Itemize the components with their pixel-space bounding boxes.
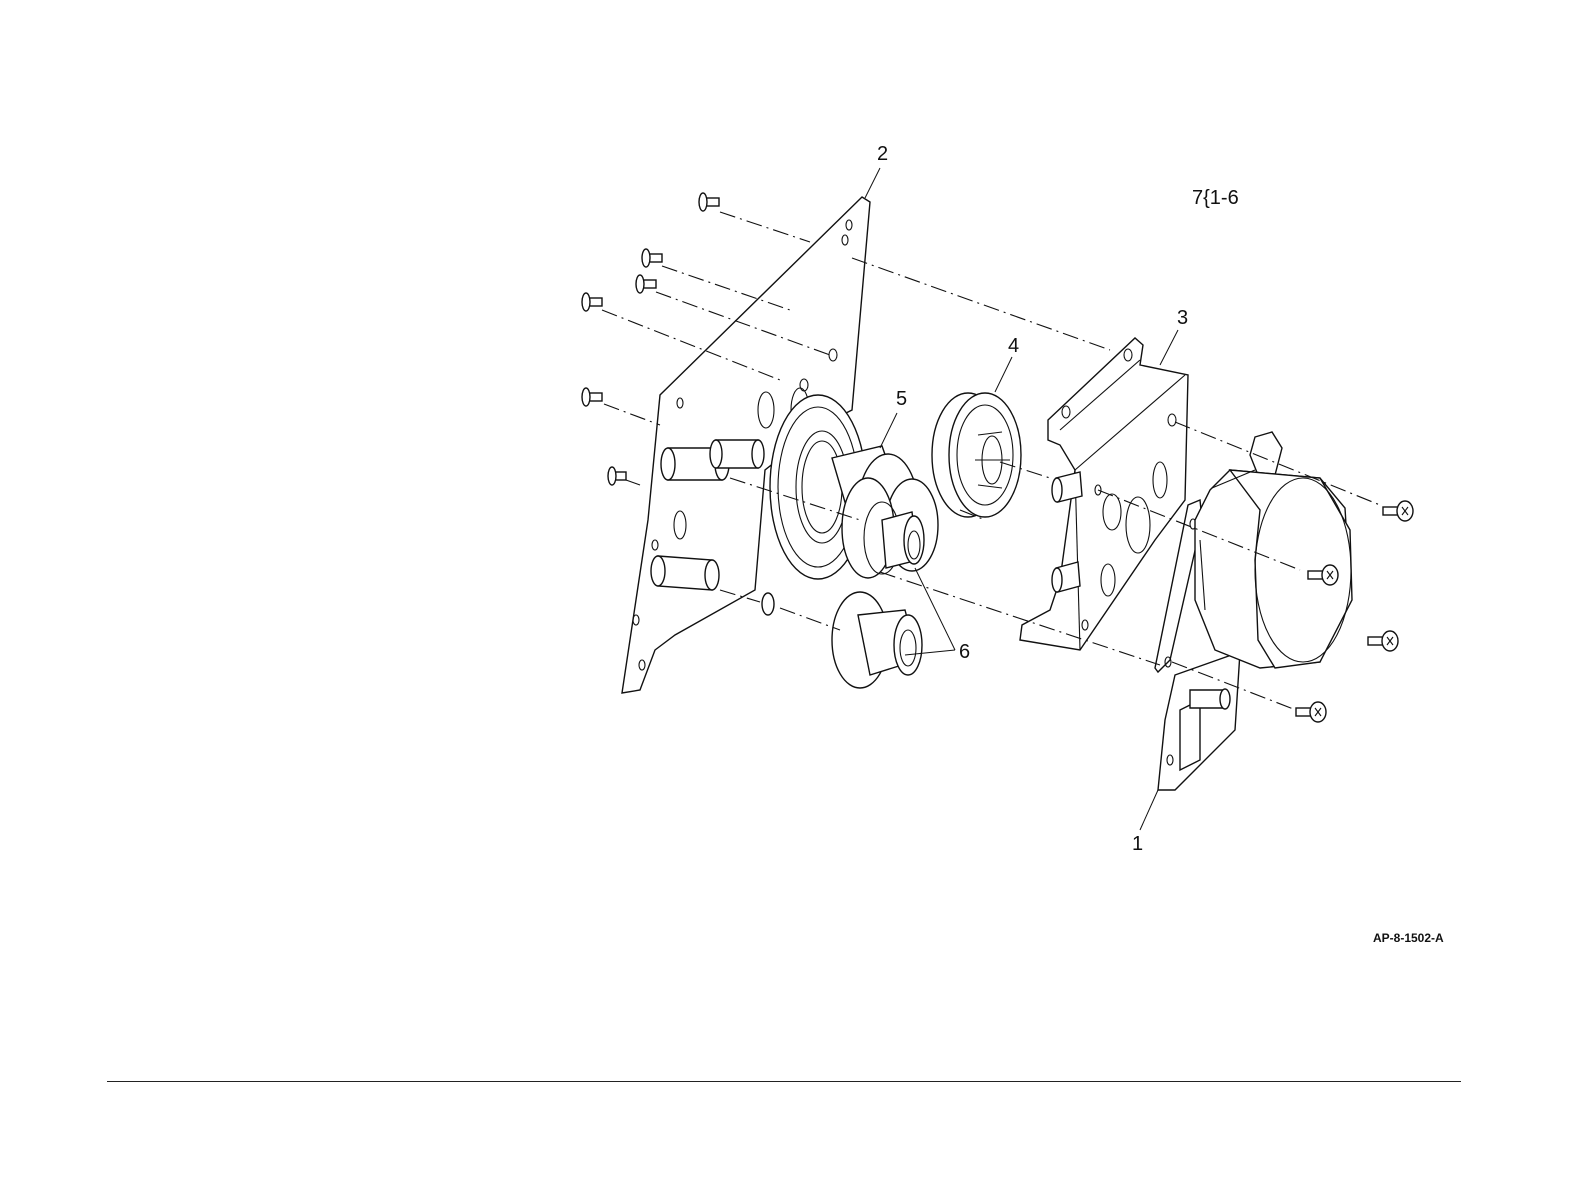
stepper-motor bbox=[1195, 432, 1352, 668]
drive-gear bbox=[932, 393, 1021, 517]
callout-kit: 7{1-6 bbox=[1192, 187, 1239, 209]
gear-hub bbox=[832, 446, 938, 578]
callout-4: 4 bbox=[1008, 335, 1019, 357]
callout-6: 6 bbox=[959, 641, 970, 663]
callout-1: 1 bbox=[1132, 833, 1143, 855]
figure-id: AP-8-1502-A bbox=[1373, 931, 1444, 945]
center-bracket bbox=[1020, 338, 1188, 650]
callout-5: 5 bbox=[896, 388, 907, 410]
callout-3: 3 bbox=[1177, 307, 1188, 329]
lower-bushing bbox=[762, 592, 922, 688]
callout-2: 2 bbox=[877, 143, 888, 165]
footer-rule bbox=[107, 1081, 1461, 1082]
